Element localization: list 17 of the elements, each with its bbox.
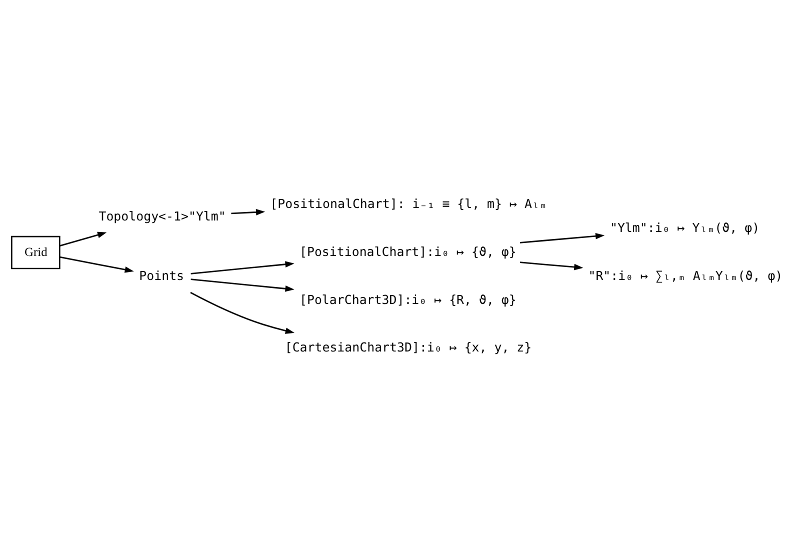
- arrow: [231, 208, 266, 215]
- arrow: [190, 291, 294, 334]
- node-text: [CartesianChart3D]:i₀ ↦ {x, y, z}: [284, 339, 532, 354]
- arrow: [60, 231, 107, 246]
- node-text: [PositionalChart]: i₋₁ ≡ {l, m} ↦ Aₗₘ: [270, 195, 547, 210]
- node-text: Topology<-1>"Ylm": [98, 208, 226, 223]
- arrow: [520, 232, 605, 243]
- arrow: [190, 278, 294, 292]
- node-text: "Ylm":i₀ ↦ Yₗₘ(ϑ, φ): [610, 219, 760, 234]
- node-text: [PositionalChart]:i₀ ↦ {ϑ, φ}: [300, 243, 516, 258]
- arrow: [60, 256, 134, 272]
- node-text: [PolarChart3D]:i₀ ↦ {R, ϑ, φ}: [300, 291, 516, 306]
- node-text: "R":i₀ ↦ ∑ₗ,ₘ AₗₘYₗₘ(ϑ, φ): [588, 267, 783, 282]
- arrow: [190, 260, 294, 274]
- node-text: Points: [139, 267, 184, 282]
- node-box: Grid: [11, 235, 60, 269]
- arrow: [520, 261, 584, 270]
